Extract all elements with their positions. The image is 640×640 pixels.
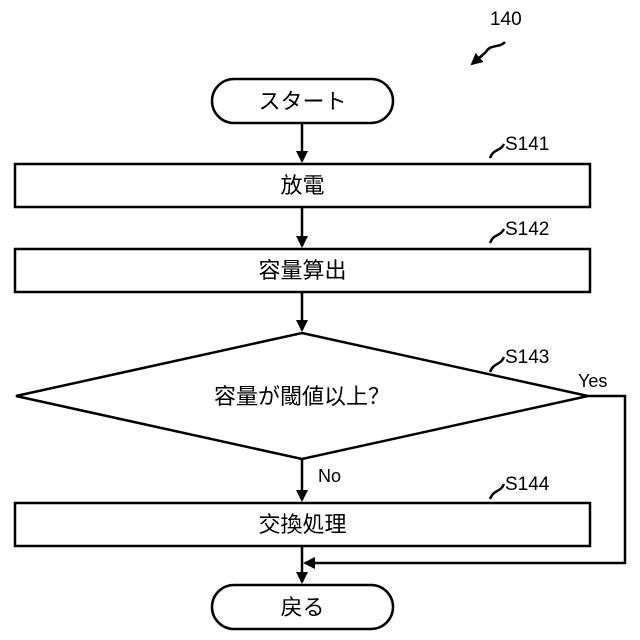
s143-label: 容量が閾値以上？ <box>214 385 390 410</box>
no-label: No <box>318 466 341 486</box>
s144-step-id: S144 <box>505 474 550 495</box>
s141-label: 放電 <box>280 174 324 199</box>
s143-step-id: S143 <box>505 347 549 368</box>
figure-ref-arrow <box>472 52 486 64</box>
s143-leader <box>490 357 504 372</box>
yes-label: Yes <box>578 371 607 391</box>
end-label: 戻る <box>280 596 324 621</box>
s142-leader <box>490 229 504 243</box>
s144-leader <box>490 484 504 499</box>
s142-step-id: S142 <box>505 219 549 240</box>
s141-leader <box>490 144 504 158</box>
s141-step-id: S141 <box>505 134 549 155</box>
figure-ref-squiggle <box>486 42 505 52</box>
s144-label: 交換処理 <box>258 513 346 538</box>
s142-label: 容量算出 <box>258 259 346 284</box>
start-label: スタート <box>258 90 346 115</box>
figure-ref-label: 140 <box>490 9 522 30</box>
